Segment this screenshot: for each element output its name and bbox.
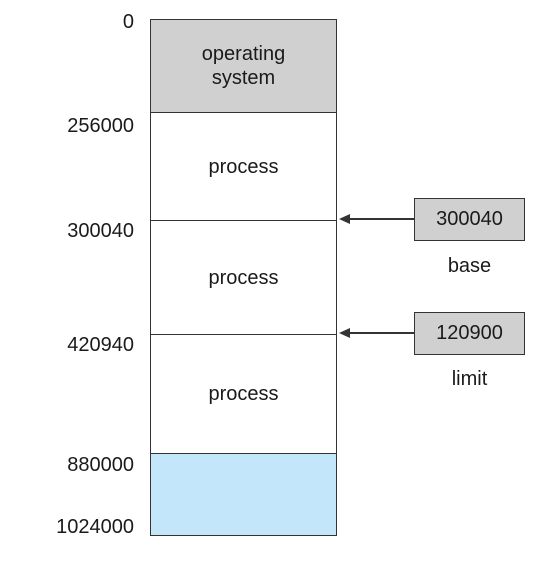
segment-process-2: process [151, 220, 336, 334]
segment-process-3: process [151, 334, 336, 453]
address-label-420940: 420940 [67, 334, 134, 356]
segment-process-1: process [151, 112, 336, 220]
base-arrow-head [339, 214, 350, 224]
segment-operating-system: operating system [151, 20, 336, 112]
address-label-0: 0 [122, 11, 134, 33]
limit-register-label: limit [451, 368, 488, 390]
address-label-300040: 300040 [67, 220, 134, 242]
base-register-label: base [447, 255, 492, 277]
memory-map: operating system process process process [150, 19, 337, 536]
address-label-880000: 880000 [67, 454, 134, 476]
limit-arrow-head [339, 328, 350, 338]
base-register: 300040 [414, 198, 525, 241]
segment-free [151, 453, 336, 535]
address-label-256000: 256000 [67, 115, 134, 137]
limit-register: 120900 [414, 312, 525, 355]
address-label-1024000: 1024000 [56, 516, 134, 538]
